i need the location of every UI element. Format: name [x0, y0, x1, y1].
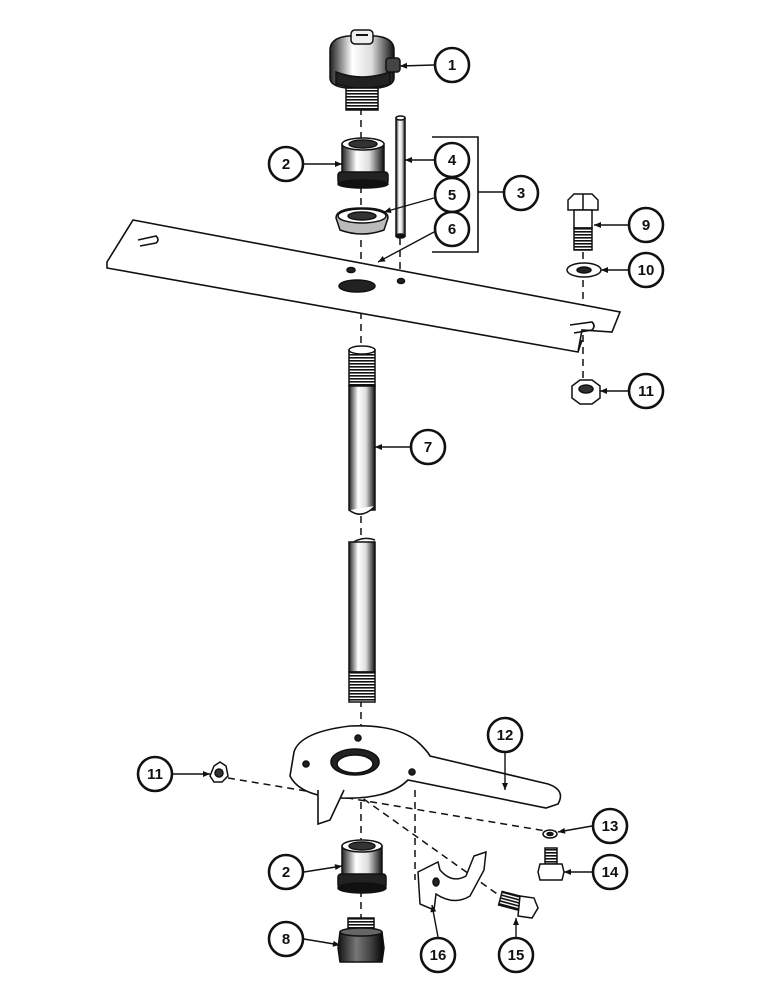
callout-15: 15	[497, 918, 535, 974]
leader-arrowhead	[564, 869, 571, 875]
callout-7: 7	[375, 428, 447, 466]
leader-line	[383, 197, 435, 213]
callout-circle	[502, 174, 540, 212]
leader-arrowhead	[375, 444, 382, 450]
leader-arrowhead	[378, 256, 386, 262]
callout-circle	[591, 807, 629, 845]
callout-circle	[419, 936, 457, 974]
leader-arrowhead	[502, 783, 508, 790]
callout-14: 14	[564, 853, 629, 891]
part-16-clamp	[417, 850, 487, 912]
part-1-valve-fitting	[329, 29, 401, 111]
part-10-washer	[566, 262, 602, 278]
leader-arrowhead	[384, 207, 392, 214]
part-12-bracket	[289, 725, 562, 826]
callout-circle	[627, 372, 665, 410]
part-2-coupling-bottom	[337, 839, 387, 894]
callout-number: 12	[497, 727, 514, 744]
callout-5: 5	[383, 176, 471, 214]
part-11-nut-right	[571, 379, 601, 405]
callout-11: 11	[136, 755, 210, 793]
part-11-nut-left	[209, 761, 229, 783]
part-4-rod	[395, 115, 406, 239]
callout-circle	[627, 206, 665, 244]
leader-arrowhead	[558, 827, 566, 834]
callout-number: 3	[517, 185, 525, 202]
callout-circle	[409, 428, 447, 466]
callout-12: 12	[486, 716, 524, 790]
part-5-bushing	[335, 207, 389, 235]
leader-arrowhead	[430, 905, 437, 913]
callout-circle	[267, 920, 305, 958]
callout-circle	[486, 716, 524, 754]
callout-circle	[136, 755, 174, 793]
callout-3: 3	[502, 174, 540, 212]
callout-6: 6	[377, 210, 471, 263]
callout-number: 7	[424, 439, 432, 456]
part-15-bolt	[497, 890, 539, 919]
callout-circle	[497, 936, 535, 974]
callout-number: 5	[448, 187, 456, 204]
leader-line	[377, 231, 435, 263]
part-8-fitting	[337, 917, 385, 963]
callout-number: 9	[642, 217, 650, 234]
callout-circle	[433, 210, 471, 248]
part-2-coupling-top	[337, 137, 389, 189]
callout-number: 1	[448, 57, 456, 74]
part-6-plate	[106, 219, 622, 353]
callout-number: 14	[602, 864, 619, 881]
callout-1: 1	[399, 46, 471, 84]
callout-number: 11	[147, 766, 163, 783]
callout-9: 9	[594, 206, 665, 244]
callout-8: 8	[267, 920, 341, 958]
callout-number: 13	[602, 818, 619, 835]
callout-number: 6	[448, 221, 456, 238]
callout-4: 4	[405, 141, 471, 179]
callout-number: 2	[282, 864, 290, 881]
part-9-bolt	[567, 193, 599, 251]
callout-number: 8	[282, 931, 290, 948]
callout-number: 16	[430, 947, 447, 964]
callout-number: 10	[638, 262, 655, 279]
group-bracket-3	[432, 136, 504, 253]
leader-arrowhead	[203, 771, 210, 777]
callout-number: 4	[448, 152, 457, 169]
leader-arrowhead	[335, 161, 342, 167]
callout-circle	[433, 46, 471, 84]
part-14-bolt	[537, 847, 565, 881]
callout-circle	[267, 853, 305, 891]
part-7-pipe	[348, 345, 376, 703]
callout-2: 2	[267, 145, 342, 183]
leader-arrowhead	[405, 157, 412, 163]
callout-2: 2	[267, 853, 343, 891]
callout-13: 13	[557, 807, 629, 845]
leader-arrowhead	[513, 918, 519, 925]
leader-arrowhead	[601, 267, 608, 273]
callout-number: 2	[282, 156, 290, 173]
leader-arrowhead	[600, 388, 607, 394]
leader-arrowhead	[594, 222, 601, 228]
callout-circle	[627, 251, 665, 289]
callout-circle	[267, 145, 305, 183]
callout-circle	[591, 853, 629, 891]
callout-number: 15	[508, 947, 525, 964]
callout-16: 16	[419, 904, 457, 974]
callout-11: 11	[600, 372, 665, 410]
leader-arrowhead	[400, 62, 408, 69]
leader-arrowhead	[334, 864, 342, 871]
callout-number: 11	[638, 383, 654, 400]
leader-arrowhead	[332, 940, 340, 947]
callout-10: 10	[601, 251, 665, 289]
part-13-lock-washer	[542, 829, 558, 839]
